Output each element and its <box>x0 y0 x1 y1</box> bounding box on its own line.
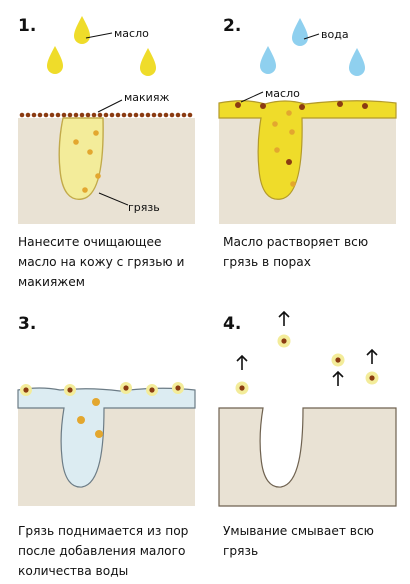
label-oil: масло <box>114 27 149 40</box>
arrow-up-icon <box>278 310 290 326</box>
water-drop <box>349 48 365 76</box>
label-dirt: грязь <box>128 201 160 214</box>
skin-layer <box>218 407 397 507</box>
dirt-particles <box>73 130 101 193</box>
pore-oil <box>58 117 104 200</box>
step-caption: Масло растворяет всю грязь в порах <box>223 235 369 269</box>
skin-layer <box>219 118 396 224</box>
arrow-up-icon <box>236 354 248 370</box>
water-drop <box>260 46 276 74</box>
panel-step-1: масло макияж <box>0 0 205 292</box>
panel-step-2: вода масло 2. Масло растворяет всю грязь… <box>205 0 410 292</box>
step-caption: Грязь поднимается из пор после добавлени… <box>18 524 189 578</box>
water-film <box>17 387 196 488</box>
panel-2-illustration: вода масло <box>218 18 397 224</box>
dissolved-makeup <box>235 101 368 165</box>
skin-layer <box>18 118 195 224</box>
dirt-particles <box>272 110 296 187</box>
makeup-layer <box>19 112 193 118</box>
step-number: 4. <box>223 314 242 334</box>
panel-1-illustration: масло макияж <box>18 16 195 224</box>
oil-drop <box>47 46 63 74</box>
oil-drop <box>140 48 156 76</box>
step-caption: Умывание смывает всю грязь <box>223 524 374 558</box>
step-caption: Нанесите очищающее масло на кожу с грязь… <box>18 235 185 289</box>
washed-particles <box>235 334 379 395</box>
label-water: вода <box>321 28 349 41</box>
arrow-up-icon <box>366 348 378 364</box>
step-number: 3. <box>18 314 37 334</box>
panel-4-illustration <box>218 310 397 507</box>
label-oil: масло <box>265 87 300 100</box>
oil-drop <box>74 16 90 44</box>
arrow-up-icon <box>332 370 344 386</box>
panel-step-3: 3. Грязь поднимается из пор после добавл… <box>0 292 205 584</box>
water-drop <box>292 18 308 46</box>
dirt-particles-rising <box>20 382 184 438</box>
skin-layer <box>18 408 195 506</box>
label-makeup: макияж <box>124 91 169 104</box>
panel-step-4: 4. Умывание смывает всю грязь <box>205 292 410 584</box>
oil-layer <box>218 100 397 200</box>
panel-3-illustration <box>17 382 196 506</box>
step-number: 1. <box>18 16 37 36</box>
step-number: 2. <box>223 16 242 36</box>
